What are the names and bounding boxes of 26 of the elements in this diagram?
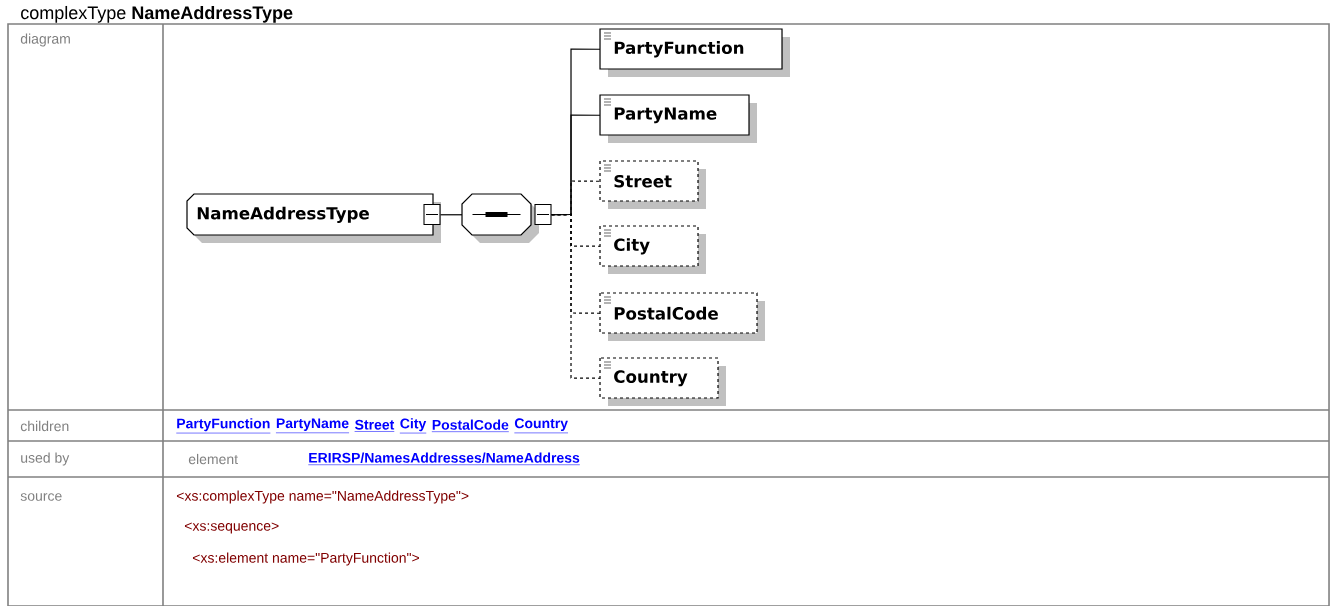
- link: PostalCode: [431, 419, 510, 432]
- connector: [439, 214, 463, 216]
- type-box: NameAddressType: [186, 193, 441, 243]
- link: Country: [514, 418, 569, 434]
- element-box: City: [599, 225, 706, 274]
- element-box: Street: [599, 160, 706, 209]
- link: Street: [354, 419, 395, 432]
- link: ERIRSP/NamesAddresses/NameAddress: [308, 452, 581, 465]
- element-box: PostalCode: [599, 292, 765, 341]
- code-line: <xs:element name="PartyFunction">: [192, 552, 419, 566]
- element-box: Country: [599, 357, 726, 406]
- element-box: PartyName: [599, 94, 757, 143]
- element-box: PartyFunction: [599, 28, 790, 77]
- row-label: source: [20, 493, 62, 501]
- code-line: <xs:complexType name="NameAddressType">: [176, 490, 469, 504]
- code-line: <xs:sequence>: [184, 522, 279, 534]
- page-title: complexType NameAddressType: [21, 5, 293, 23]
- link: PartyFunction: [176, 418, 271, 434]
- row-label: used by: [21, 452, 70, 466]
- link: PartyName: [275, 418, 350, 434]
- type-label: element: [188, 453, 238, 465]
- connector: [550, 213, 601, 379]
- row-label: children: [20, 420, 69, 432]
- link: City: [399, 418, 427, 434]
- sequence-compositor: [461, 193, 552, 243]
- row-label: diagram: [20, 33, 70, 47]
